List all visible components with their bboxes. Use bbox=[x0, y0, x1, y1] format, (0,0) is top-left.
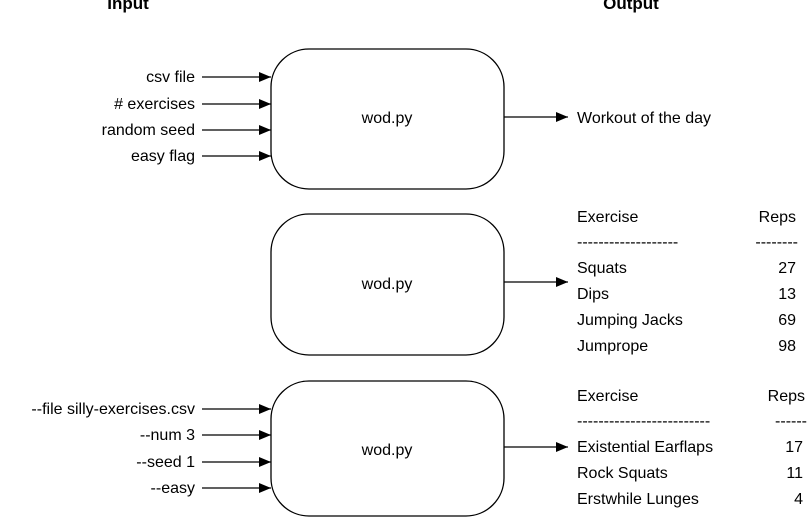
diagram-3: wod.py --file silly-exercises.csv --num … bbox=[31, 380, 807, 517]
exercise-name: Dips bbox=[577, 286, 609, 303]
input-label: random seed bbox=[102, 122, 195, 139]
exercise-name: Existential Earflaps bbox=[577, 439, 713, 456]
cli-option-label: --seed 1 bbox=[136, 454, 195, 471]
diagram-1: wod.py csv file # exercises random seed … bbox=[102, 48, 711, 190]
exercise-name: Rock Squats bbox=[577, 465, 668, 482]
wod-box-1 bbox=[270, 48, 505, 190]
exercise-column-rule: ------------------- bbox=[577, 234, 678, 251]
input-label: easy flag bbox=[131, 148, 195, 165]
wod-box-3-label: wod.py bbox=[361, 442, 413, 459]
reps-column-header: Reps bbox=[759, 209, 796, 226]
exercise-reps: 69 bbox=[778, 312, 796, 329]
exercise-name: Jumprope bbox=[577, 338, 648, 355]
diagram-2: wod.py Exercise Reps -------------------… bbox=[270, 209, 798, 356]
reps-column-rule: ------ bbox=[775, 413, 807, 430]
exercise-column-header: Exercise bbox=[577, 209, 638, 226]
wod-box-2-label: wod.py bbox=[361, 276, 413, 293]
cli-option-label: --num 3 bbox=[140, 427, 195, 444]
exercise-reps: 4 bbox=[794, 491, 803, 508]
reps-column-rule: -------- bbox=[755, 234, 798, 251]
exercise-column-header: Exercise bbox=[577, 388, 638, 405]
output-label: Workout of the day bbox=[577, 110, 711, 127]
input-label: # exercises bbox=[114, 96, 195, 113]
exercise-reps: 11 bbox=[786, 465, 803, 482]
exercise-column-rule: ------------------------- bbox=[577, 413, 710, 430]
reps-column-header: Reps bbox=[768, 388, 805, 405]
output-header: Output bbox=[603, 0, 659, 13]
input-label: csv file bbox=[146, 69, 195, 86]
cli-option-label: --file silly-exercises.csv bbox=[31, 401, 195, 418]
input-header: Input bbox=[107, 0, 149, 13]
wod-box-2 bbox=[270, 213, 505, 356]
exercise-reps: 98 bbox=[778, 338, 796, 355]
exercise-name: Erstwhile Lunges bbox=[577, 491, 699, 508]
exercise-reps: 27 bbox=[778, 260, 796, 277]
exercise-name: Jumping Jacks bbox=[577, 312, 683, 329]
cli-option-label: --easy bbox=[151, 480, 195, 497]
wod-box-3 bbox=[270, 380, 505, 517]
exercise-reps: 17 bbox=[785, 439, 803, 456]
exercise-name: Squats bbox=[577, 260, 627, 277]
exercise-reps: 13 bbox=[778, 286, 796, 303]
wod-box-1-label: wod.py bbox=[361, 110, 413, 127]
